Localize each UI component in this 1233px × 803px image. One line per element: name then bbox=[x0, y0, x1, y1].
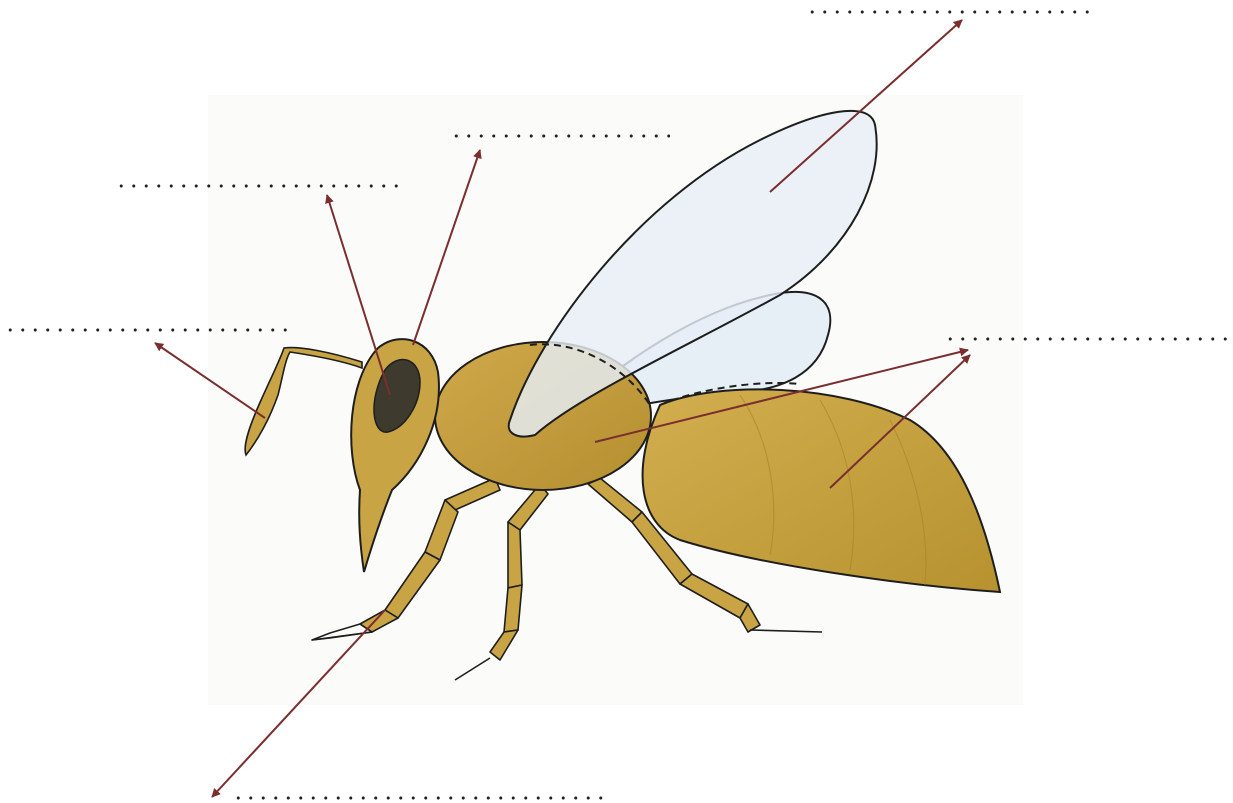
answer-blank-antenna[interactable] bbox=[4, 327, 296, 333]
answer-blank-wing[interactable] bbox=[806, 9, 1096, 15]
answer-blank-thorax-abdomen[interactable] bbox=[944, 336, 1233, 342]
answer-blank-head[interactable] bbox=[450, 133, 670, 139]
answer-blank-eye[interactable] bbox=[115, 183, 407, 189]
answer-blank-leg[interactable] bbox=[232, 795, 606, 801]
